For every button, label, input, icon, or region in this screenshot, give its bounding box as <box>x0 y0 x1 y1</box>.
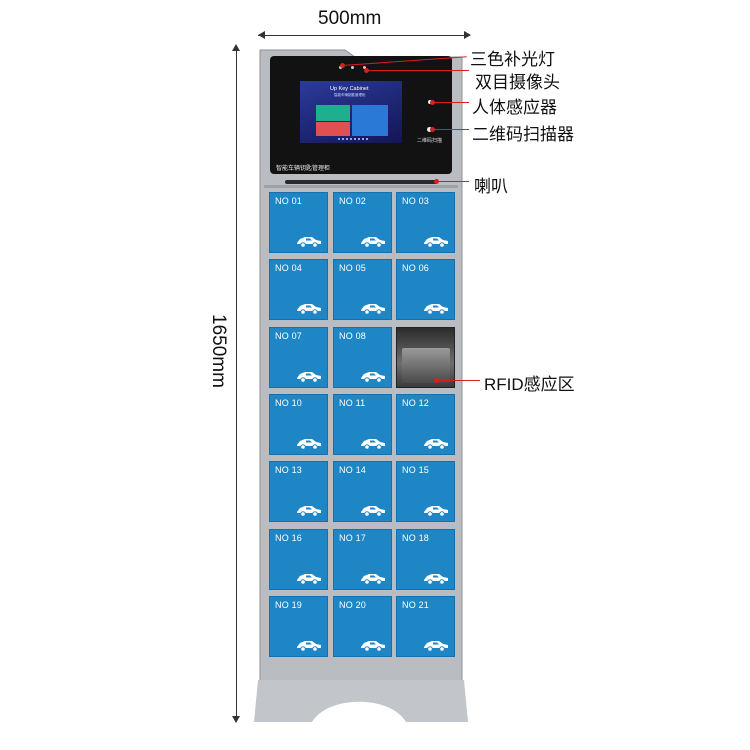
locker-door[interactable]: NO 19 <box>269 596 328 657</box>
locker-door[interactable]: NO 16 <box>269 529 328 590</box>
locker-number: NO 19 <box>275 600 303 610</box>
car-icon <box>361 372 385 383</box>
car-icon <box>297 304 321 315</box>
locker-door[interactable]: NO 15 <box>396 461 455 522</box>
locker-door[interactable]: NO 10 <box>269 394 328 455</box>
locker-number: NO 08 <box>339 331 367 341</box>
locker-door[interactable]: NO 11 <box>333 394 392 455</box>
car-icon <box>361 506 385 517</box>
locker-number: NO 12 <box>402 398 430 408</box>
locker-door[interactable]: NO 08 <box>333 327 392 388</box>
height-label: 1650mm <box>208 314 229 388</box>
screen-tile-red[interactable] <box>316 122 350 136</box>
height-dimension-arrow-top <box>232 44 240 51</box>
car-icon <box>361 574 385 585</box>
locker-door[interactable]: NO 07 <box>269 327 328 388</box>
car-icon <box>361 439 385 450</box>
locker-door[interactable]: NO 04 <box>269 259 328 320</box>
locker-number: NO 01 <box>275 196 303 206</box>
car-icon <box>361 641 385 652</box>
locker-door[interactable]: NO 13 <box>269 461 328 522</box>
car-icon <box>361 237 385 248</box>
screen-title: Up Key Cabinet <box>330 86 369 92</box>
callout-dot-sensor <box>430 100 435 105</box>
callout-line-camera <box>366 70 469 71</box>
locker-door[interactable]: NO 17 <box>333 529 392 590</box>
callout-label-camera: 双目摄像头 <box>475 73 560 92</box>
screen-subtitle: 智能车辆钥匙管理柜 <box>334 93 366 97</box>
locker-number: NO 15 <box>402 465 430 475</box>
rfid-area <box>396 327 455 388</box>
locker-number: NO 21 <box>402 600 430 610</box>
car-icon <box>297 372 321 383</box>
callout-line-rfid <box>436 380 480 381</box>
car-icon <box>297 641 321 652</box>
locker-door[interactable]: NO 12 <box>396 394 455 455</box>
locker-number: NO 07 <box>275 331 303 341</box>
touch-screen[interactable]: Up Key Cabinet 智能车辆钥匙管理柜 <box>300 81 402 143</box>
locker-number: NO 03 <box>402 196 430 206</box>
callout-label-sensor: 人体感应器 <box>472 98 557 117</box>
locker-number: NO 13 <box>275 465 303 475</box>
locker-number: NO 04 <box>275 263 303 273</box>
locker-number: NO 05 <box>339 263 367 273</box>
height-dimension-arrow-bottom <box>232 716 240 723</box>
car-icon <box>424 439 448 450</box>
car-icon <box>361 304 385 315</box>
callout-label-speaker: 喇叭 <box>474 177 508 196</box>
panel-caption: 智能车辆钥匙管理柜 <box>276 166 331 172</box>
width-dimension-line <box>258 35 470 36</box>
callout-line-scanner <box>432 129 469 130</box>
screen-tile-green[interactable] <box>316 105 350 121</box>
locker-number: NO 17 <box>339 533 367 543</box>
callout-label-rfid: RFID感应区 <box>484 375 575 394</box>
car-icon <box>424 641 448 652</box>
car-icon <box>297 506 321 517</box>
callout-label-scanner: 二维码扫描器 <box>472 125 574 144</box>
callout-line-sensor <box>432 102 469 103</box>
screen-tile-blue[interactable] <box>352 105 388 136</box>
callout-dot-light <box>340 63 345 68</box>
locker-door[interactable]: NO 21 <box>396 596 455 657</box>
width-dimension-arrow-left <box>258 31 265 39</box>
locker-number: NO 18 <box>402 533 430 543</box>
car-icon <box>297 237 321 248</box>
callout-dot-scanner <box>430 127 435 132</box>
car-icon <box>424 574 448 585</box>
car-icon <box>424 506 448 517</box>
locker-door[interactable]: NO 06 <box>396 259 455 320</box>
width-label: 500mm <box>318 8 382 29</box>
locker-door[interactable]: NO 20 <box>333 596 392 657</box>
callout-dot-camera <box>364 68 369 73</box>
qr-scanner <box>427 127 432 132</box>
locker-number: NO 11 <box>339 398 366 408</box>
callout-line-speaker <box>436 181 469 182</box>
callout-dot-speaker <box>434 179 439 184</box>
locker-number: NO 02 <box>339 196 367 206</box>
locker-number: NO 10 <box>275 398 303 408</box>
locker-door[interactable]: NO 14 <box>333 461 392 522</box>
callout-dot-rfid <box>434 378 439 383</box>
locker-number: NO 14 <box>339 465 367 475</box>
rfid-window <box>402 348 450 383</box>
callout-label-light: 三色补光灯 <box>470 50 555 69</box>
speaker-slot <box>285 180 437 184</box>
car-icon <box>297 439 321 450</box>
car-icon <box>297 574 321 585</box>
locker-number: NO 16 <box>275 533 303 543</box>
car-icon <box>424 304 448 315</box>
locker-door[interactable]: NO 03 <box>396 192 455 253</box>
locker-door[interactable]: NO 01 <box>269 192 328 253</box>
locker-door[interactable]: NO 02 <box>333 192 392 253</box>
locker-door[interactable]: NO 18 <box>396 529 455 590</box>
locker-door[interactable]: NO 05 <box>333 259 392 320</box>
scanner-caption: 二维码扫描 <box>417 138 443 144</box>
screen-dots <box>338 138 368 142</box>
height-dimension-line <box>236 46 237 722</box>
car-icon <box>424 237 448 248</box>
locker-number: NO 06 <box>402 263 430 273</box>
locker-number: NO 20 <box>339 600 367 610</box>
width-dimension-arrow-right <box>464 31 471 39</box>
